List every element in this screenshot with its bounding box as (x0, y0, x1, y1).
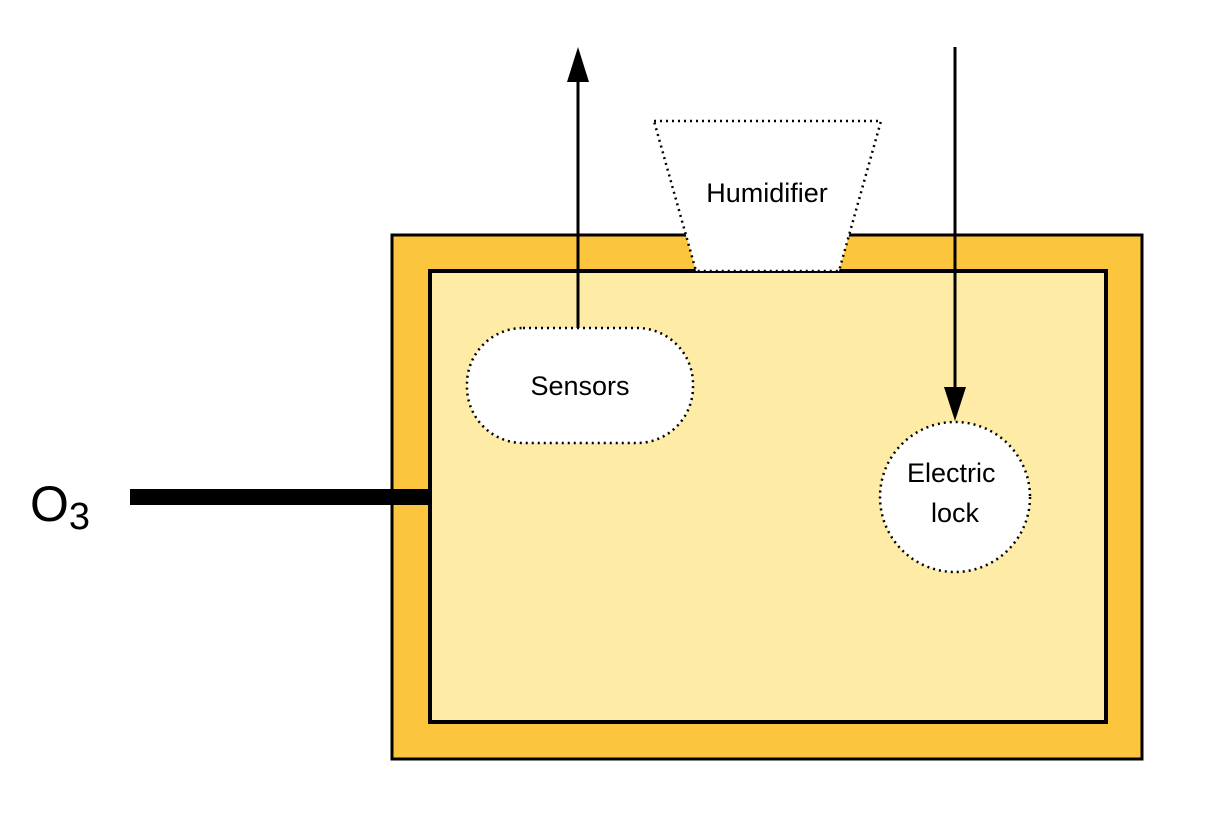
ozone-label-subscript: 3 (69, 496, 90, 538)
electric-lock-label-line1: Electric (907, 458, 996, 488)
ozone-label-base: O (30, 476, 69, 532)
sensors-arrowhead (567, 47, 589, 82)
sensors-label: Sensors (530, 371, 629, 401)
lock-arrowhead (944, 387, 966, 421)
humidifier-label: Humidifier (706, 178, 828, 208)
sensors-shape (465, 326, 695, 445)
electric-lock-label: Electric lock (907, 458, 1003, 528)
ozone-inlet-pipe (130, 489, 432, 505)
ozone-label: O3 (30, 476, 90, 538)
electric-lock-shape (878, 420, 1032, 574)
electric-lock-label-line2: lock (931, 498, 980, 528)
humidifier-shape (652, 119, 883, 273)
